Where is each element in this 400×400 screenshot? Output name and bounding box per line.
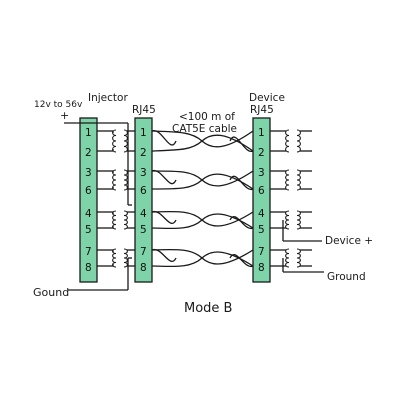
pin-number: 7 [85, 246, 92, 258]
pin-number: 1 [258, 127, 265, 139]
device-title-label: Device [249, 92, 285, 104]
pin-number: 8 [85, 262, 92, 274]
pin-number: 6 [140, 185, 147, 197]
ground-right-label: Ground [327, 271, 366, 283]
pin-number: 6 [85, 185, 92, 197]
pin-number: 4 [258, 208, 265, 220]
device-transformer-coil-b [296, 129, 301, 153]
pin-number: 3 [140, 167, 147, 179]
rj45-right-label: RJ45 [250, 104, 274, 116]
pin-number: 5 [85, 224, 92, 236]
pin-number: 2 [85, 147, 92, 159]
pin-number: 2 [140, 147, 147, 159]
pin-number: 1 [85, 127, 92, 139]
device-transformer-coil-a [285, 248, 290, 268]
cable-type-label: CAT5E cable [172, 123, 237, 135]
device-plus-label: Device + [325, 235, 373, 247]
injector-transformer-coil-b [123, 129, 128, 153]
twisted-pair-wire-b [151, 134, 254, 152]
injector-pin-numbers: 1 2 3 6 4 5 7 8 [85, 127, 92, 274]
injector-transformer-coil-a [112, 129, 117, 153]
pin-number: 5 [140, 224, 147, 236]
twisted-pair-twist [151, 130, 177, 146]
pin-number: 8 [258, 262, 265, 274]
pin-number: 7 [140, 246, 147, 258]
twisted-pair-twist [229, 216, 254, 229]
twisted-pair-twist [151, 211, 177, 224]
voltage-plus-label: + [60, 109, 69, 122]
injector-transformer-coil-a [112, 169, 117, 191]
wiring [64, 122, 324, 291]
rj45-right-pin-numbers: 1 2 3 6 4 5 7 8 [258, 127, 265, 274]
pin-number: 3 [258, 167, 265, 179]
rj45-left-label: RJ45 [132, 104, 156, 116]
pin-number: 6 [258, 185, 265, 197]
voltage-range-label: 12v to 56v [34, 100, 83, 110]
injector-label: Injector [88, 92, 128, 104]
pin-number: 1 [140, 127, 147, 139]
twisted-pair-twist [229, 254, 254, 267]
device-transformer-coil-a [285, 169, 290, 191]
injector-transformer-coil-b [123, 248, 128, 268]
device-transformer-coil-b [296, 248, 301, 268]
device-transformer-coil-a [285, 129, 290, 153]
pin-number: 8 [140, 262, 147, 274]
pin-number: 5 [258, 224, 265, 236]
rj45-left-block [134, 117, 153, 283]
pin-number: 4 [140, 208, 147, 220]
twisted-pair-twist [151, 170, 177, 185]
injector-pin-block [79, 117, 98, 283]
twisted-pair-twist [229, 175, 254, 190]
device-transformer-coil-b [296, 169, 301, 191]
pin-number: 3 [85, 167, 92, 179]
twisted-pair-twist [151, 249, 177, 262]
injector-transformer-coil-b [123, 210, 128, 230]
rj45-left-pin-numbers: 1 2 3 6 4 5 7 8 [140, 127, 147, 274]
rj45-right-block [252, 117, 271, 283]
injector-transformer-coil-a [112, 210, 117, 230]
cable-length-label: <100 m of [179, 111, 235, 123]
pin-number: 2 [258, 147, 265, 159]
mode-label: Mode B [184, 301, 232, 316]
pin-number: 4 [85, 208, 92, 220]
injector-transformer-coil-b [123, 169, 128, 191]
device-transformer-coil-b [296, 210, 301, 230]
device-transformer-coil-a [285, 210, 290, 230]
pin-number: 7 [258, 246, 265, 258]
injector-transformer-coil-a [112, 248, 117, 268]
ground-left-label: Gound [33, 286, 69, 299]
twisted-pair-twist [229, 136, 254, 152]
twisted-pair-wire-b [151, 173, 254, 190]
